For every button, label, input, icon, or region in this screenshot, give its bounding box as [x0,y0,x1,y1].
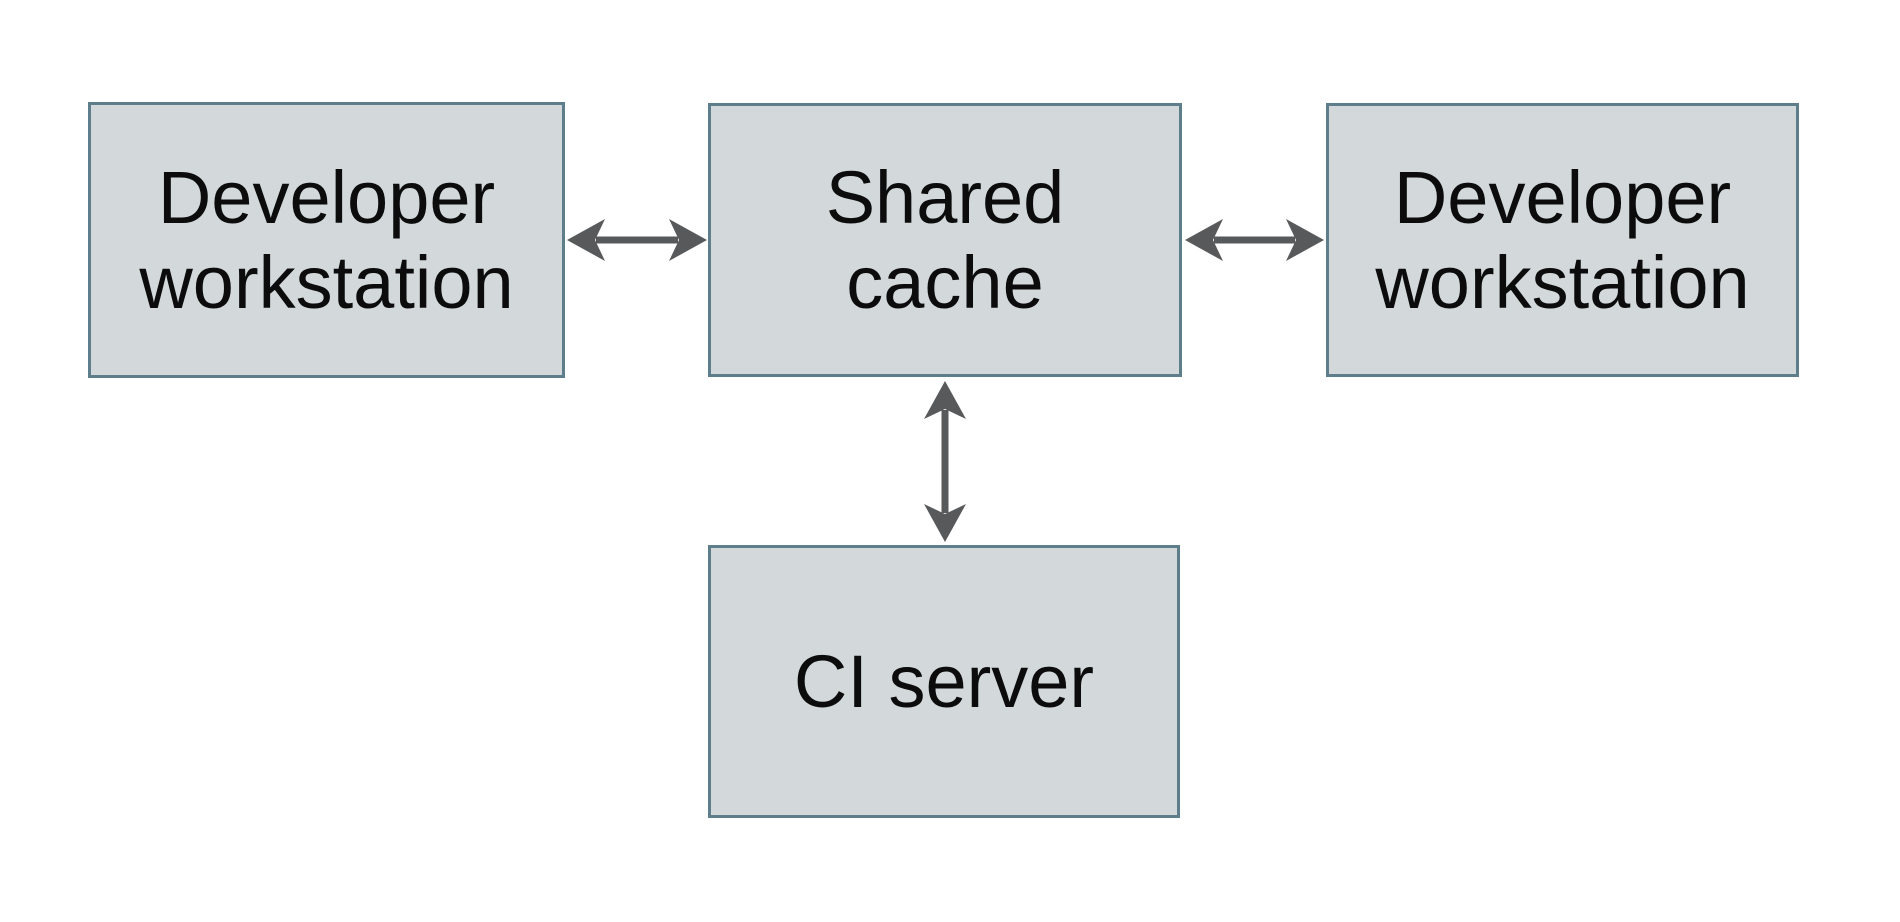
arrowhead-down-icon [924,504,966,542]
arrowhead-left-icon [1185,219,1223,261]
node-label: CI server [793,639,1095,723]
node-label: Developer workstation [139,155,514,324]
connector-devleft-cache-bidirectional-arrow [567,219,707,261]
arrowhead-right-icon [669,219,707,261]
node-label: Shared cache [825,155,1065,324]
arrowhead-right-icon [1286,219,1324,261]
connector-cache-ci-bidirectional-arrow [924,381,966,542]
arrowhead-left-icon [567,219,605,261]
node-shared-cache: Shared cache [708,103,1182,377]
node-developer-workstation-left: Developer workstation [88,102,565,378]
node-developer-workstation-right: Developer workstation [1326,103,1799,377]
node-ci-server: CI server [708,545,1180,818]
node-label: Developer workstation [1375,155,1750,324]
connector-cache-devright-bidirectional-arrow [1185,219,1324,261]
arrowhead-up-icon [924,381,966,419]
